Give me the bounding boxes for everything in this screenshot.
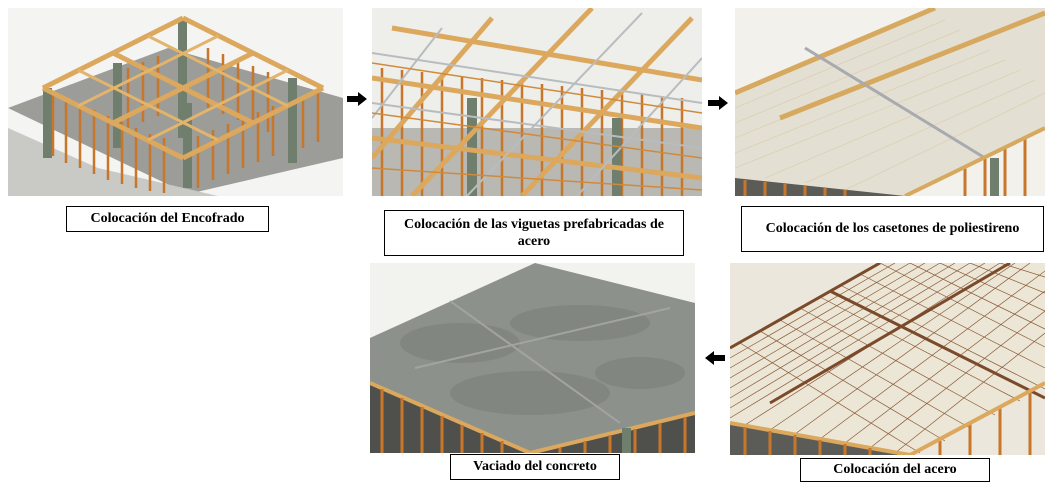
step-4-concrete-image: [370, 263, 695, 453]
arrow-right-icon: [708, 96, 728, 110]
caption-step-4: Vaciado del concreto: [450, 454, 620, 480]
step-2-joists-image: [372, 8, 702, 196]
caption-step-5: Colocación del acero: [800, 458, 990, 482]
step-1-formwork-image: [8, 8, 343, 196]
arrow-left-icon: [705, 351, 725, 365]
arrow-right-icon: [347, 92, 367, 106]
step-5-rebar-image: [730, 263, 1045, 455]
step-3-eps-blocks-image: [735, 8, 1045, 196]
caption-step-1: Colocación del Encofrado: [66, 206, 269, 232]
caption-step-3: Colocación de los casetones de poliestir…: [741, 206, 1044, 252]
caption-step-2: Colocación de las viguetas prefabricadas…: [384, 210, 684, 256]
